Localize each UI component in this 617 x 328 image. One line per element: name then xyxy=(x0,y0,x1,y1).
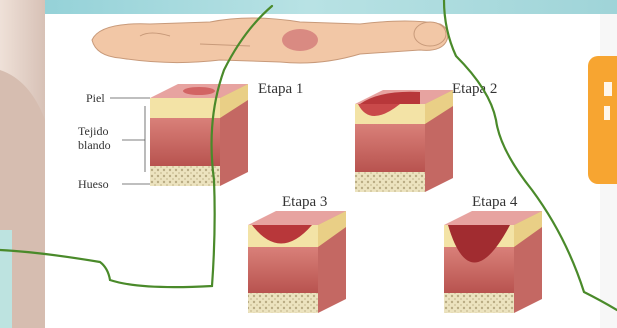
orange-callout xyxy=(588,56,617,184)
stage-2-label: Etapa 2 xyxy=(452,81,497,97)
soft-tissue-label-2: blando xyxy=(78,138,111,152)
stage-4-label: Etapa 4 xyxy=(472,194,518,210)
stage-3-label: Etapa 3 xyxy=(282,194,327,210)
soft-tissue-label-1: Tejido xyxy=(78,124,109,138)
top-band xyxy=(0,0,617,14)
stage-2-block xyxy=(355,90,453,192)
callout-glyph-2 xyxy=(604,106,610,120)
bone-label: Hueso xyxy=(78,177,109,191)
stage-1-block xyxy=(150,84,248,186)
left-photo-strip xyxy=(0,230,12,328)
skin-label: Piel xyxy=(86,91,105,105)
callout-glyph-1 xyxy=(604,82,612,96)
stage-3-block xyxy=(248,211,346,313)
stage-4-block xyxy=(444,211,542,313)
stage-1-label: Etapa 1 xyxy=(258,81,303,97)
